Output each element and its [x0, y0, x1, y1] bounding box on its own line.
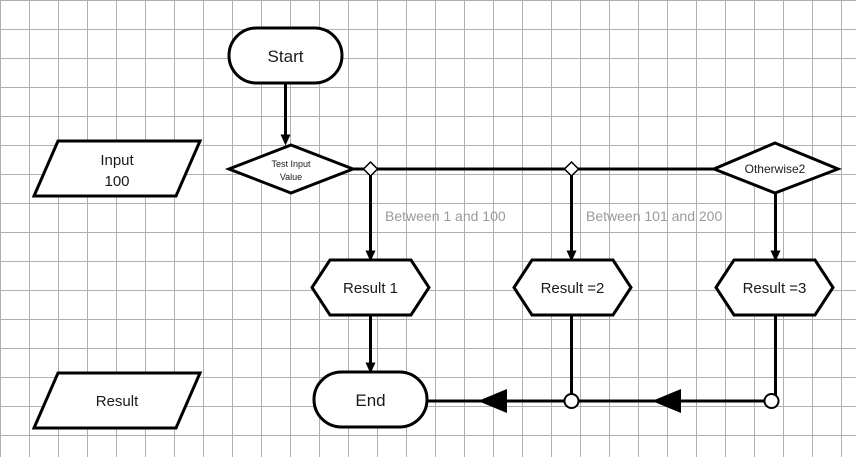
node-result-output[interactable]: Result [31, 371, 203, 430]
test-input-value-label-line-1: Test Input [271, 159, 311, 169]
junction-merge-2-marker [763, 393, 780, 409]
node-result-1[interactable]: Result 1 [310, 258, 431, 317]
input-shape [31, 139, 203, 198]
otherwise2-label: Otherwise2 [745, 162, 806, 176]
arrowhead-merge2-to-merge1 [652, 389, 681, 413]
node-result-2[interactable]: Result =2 [512, 258, 633, 317]
test-input-value-label-line-2: Value [280, 172, 302, 182]
start-shape [227, 26, 344, 85]
otherwise2-shape [710, 141, 843, 195]
node-result-3[interactable]: Result =3 [714, 258, 835, 317]
node-start[interactable]: Start [227, 26, 344, 85]
result-2-label: Result =2 [541, 280, 605, 297]
junction-merge-1-marker [563, 393, 580, 409]
node-input[interactable]: Input 100 [31, 139, 203, 198]
result-1-label: Result 1 [343, 280, 398, 297]
test-input-value-shape [224, 143, 358, 195]
node-test-input-value[interactable]: Test Input Value [224, 143, 358, 195]
result-2-shape [512, 258, 633, 317]
result-1-shape [310, 258, 431, 317]
arrowhead-merge-to-end [478, 389, 507, 413]
end-label: End [355, 391, 385, 410]
node-otherwise2[interactable]: Otherwise2 [710, 141, 843, 195]
result-3-label: Result =3 [743, 280, 807, 297]
input-label-line-2: 100 [104, 173, 129, 190]
result-output-label: Result [96, 393, 139, 410]
result-3-shape [714, 258, 835, 317]
edge-label-between-1-and-100: Between 1 and 100 [385, 208, 506, 224]
start-label: Start [268, 47, 304, 66]
junction-branch-2-marker [563, 160, 580, 178]
end-shape [312, 370, 429, 429]
node-end[interactable]: End [312, 370, 429, 429]
junction-branch-1-marker [362, 160, 379, 178]
input-label-line-1: Input [100, 152, 134, 169]
result-output-shape [31, 371, 203, 430]
edge-label-between-101-and-200: Between 101 and 200 [586, 208, 722, 224]
